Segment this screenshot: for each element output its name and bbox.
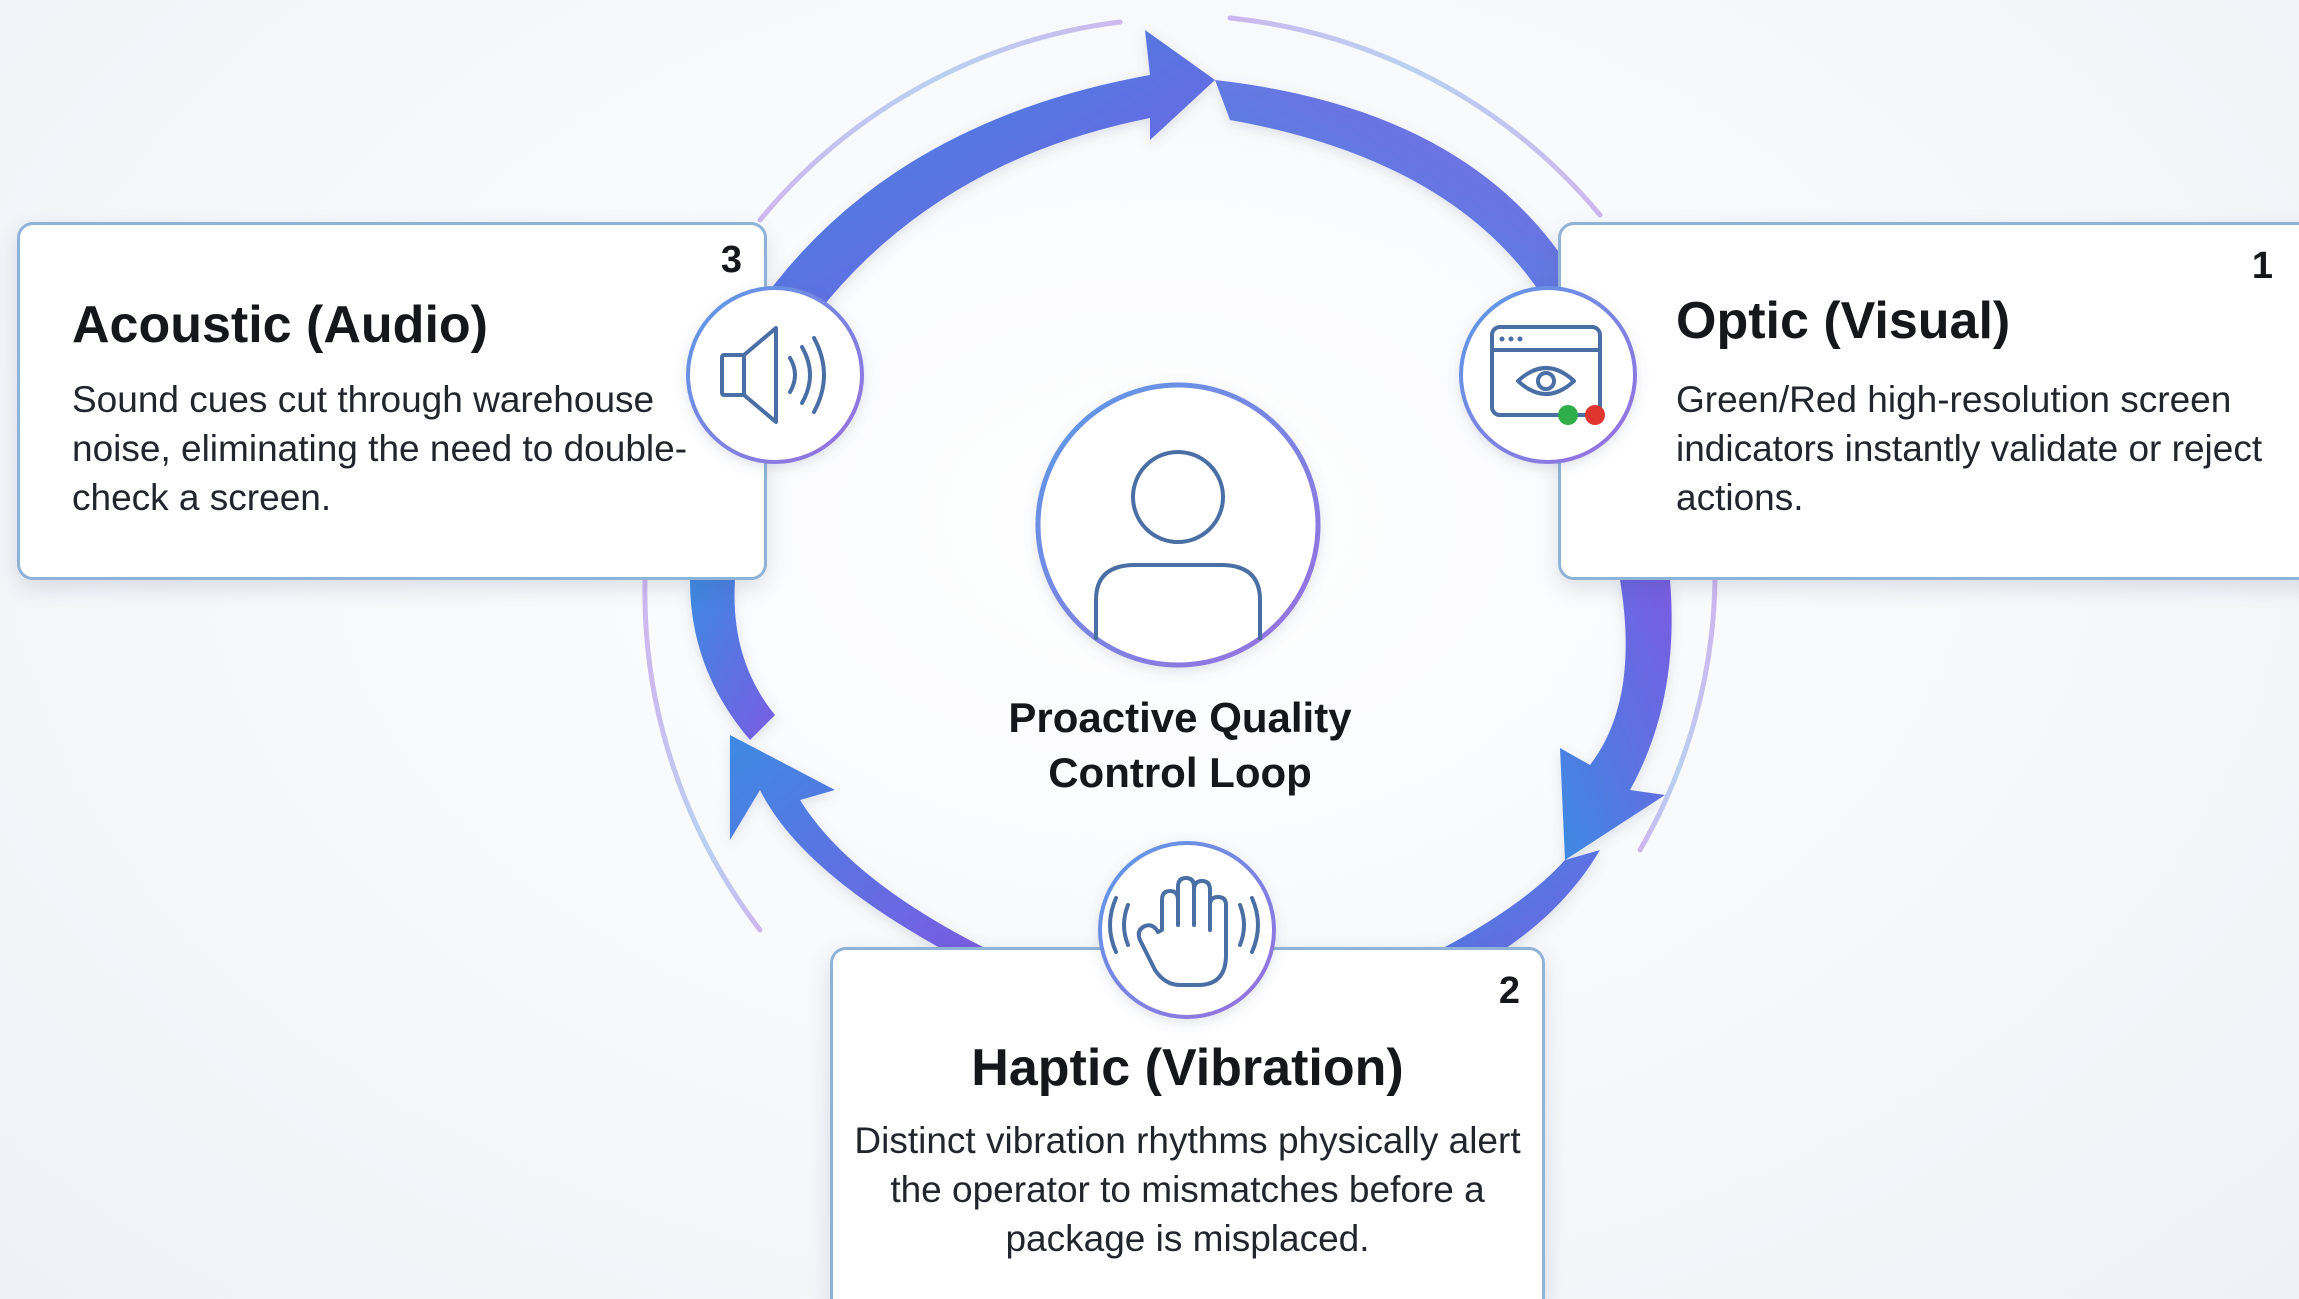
- step-number: 1: [2251, 245, 2273, 287]
- outer-ring: [642, 15, 1718, 933]
- step-number: 2: [1498, 970, 1520, 1012]
- step-title: Haptic (Vibration): [971, 1039, 1404, 1097]
- loop-arrows: [690, 30, 1672, 985]
- user-icon: [1094, 450, 1262, 640]
- step-card-haptic: 2 Haptic (Vibration) Distinct vibration …: [830, 947, 1545, 1299]
- arrow-right: [1560, 580, 1672, 860]
- step-number: 3: [720, 239, 742, 281]
- arrow-top: [770, 30, 1215, 310]
- arrow-left: [730, 735, 985, 948]
- center-title-line1: Proactive Quality: [1008, 694, 1352, 741]
- arrow-top-right: [1215, 80, 1580, 300]
- step-card-acoustic: 3 Acoustic (Audio) Sound cues cut throug…: [17, 222, 767, 580]
- step-description: Sound cues cut through warehouse noise, …: [72, 379, 688, 518]
- arrow-left-upper: [690, 580, 775, 740]
- center-title-line2: Control Loop: [1048, 749, 1312, 796]
- step-card-optic: 1 Optic (Visual) Green/Red high-resoluti…: [1558, 222, 2299, 580]
- center-user-circle: [1035, 382, 1321, 668]
- step-description: Green/Red high-resolution screen indicat…: [1676, 379, 2263, 518]
- center-title: Proactive Quality Control Loop: [930, 690, 1430, 800]
- step-title: Optic (Visual): [1676, 292, 2011, 350]
- step-title: Acoustic (Audio): [72, 296, 488, 354]
- step-description: Distinct vibration rhythms physically al…: [854, 1120, 1521, 1259]
